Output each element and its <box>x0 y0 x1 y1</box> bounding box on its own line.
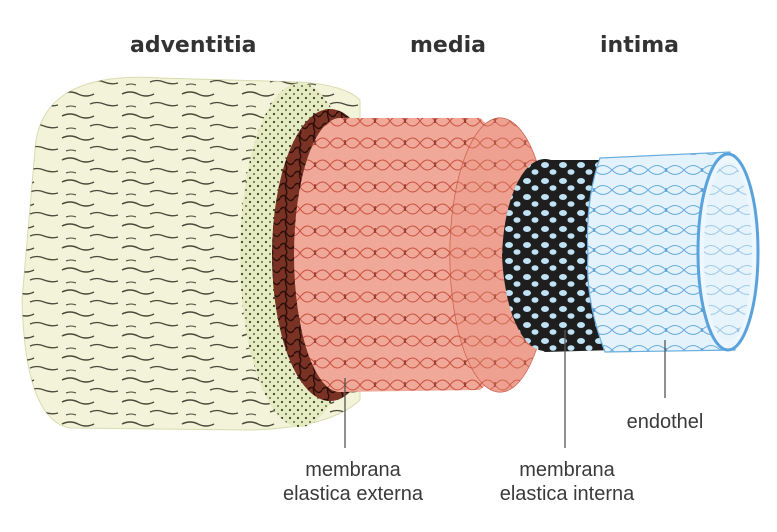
label-endothel: endothel <box>600 410 730 434</box>
label-membrana-externa-line1: membrana <box>258 458 448 482</box>
label-membrana-interna-line1: membrana <box>472 458 662 482</box>
intima-layer <box>588 152 759 352</box>
heading-intima: intima <box>600 33 679 58</box>
label-membrana-externa: membrana elastica externa <box>258 458 448 506</box>
label-membrana-externa-line2: elastica externa <box>258 482 448 506</box>
label-membrana-interna: membrana elastica interna <box>472 458 662 506</box>
heading-media: media <box>410 33 486 58</box>
heading-adventitia: adventitia <box>130 33 256 58</box>
label-membrana-interna-line2: elastica interna <box>472 482 662 506</box>
